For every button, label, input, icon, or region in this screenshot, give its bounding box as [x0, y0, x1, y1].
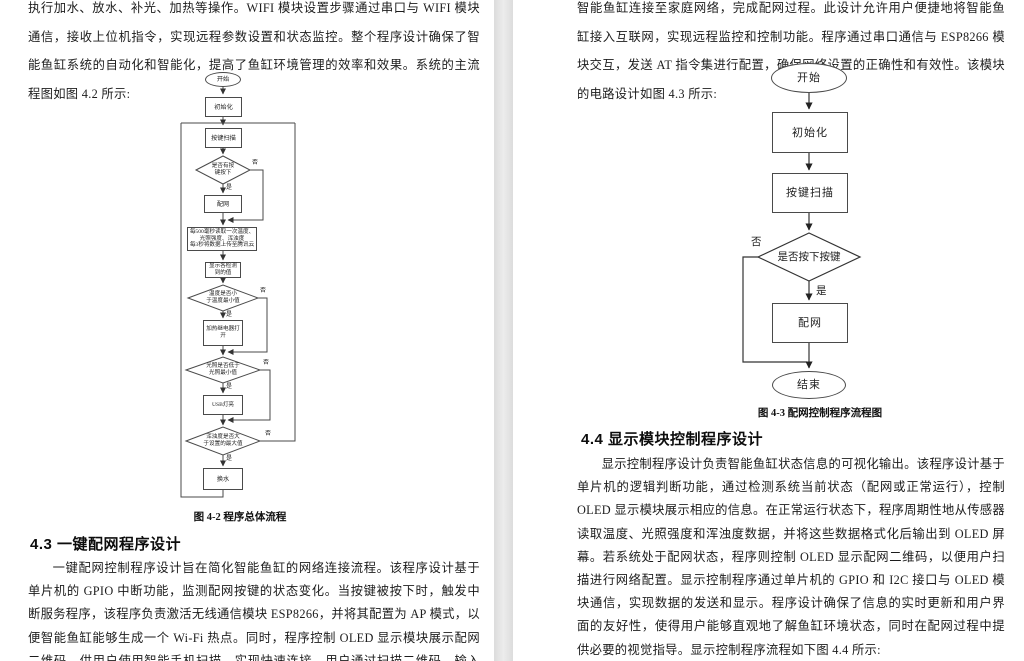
branch-label-yes: 是	[226, 312, 233, 318]
branch-label-yes: 是	[816, 286, 827, 297]
flow-node-network-config: 配网	[772, 303, 848, 343]
page-gap-divider	[494, 0, 513, 661]
flow-decision-turbidity-high: 浑浊度是否大 于设置的最大值	[203, 434, 243, 447]
page-left: 执行加水、放水、补光、加热等操作。WIFI 模块设置步骤通过串口与 WIFI 模…	[0, 0, 494, 661]
flow-node-change-water: 换水	[203, 468, 243, 490]
flowchart-connectors	[742, 93, 862, 369]
paragraph-display-control: 显示控制程序设计负责智能鱼缸状态信息的可视化输出。该程序设计基于单片机的逻辑判断…	[577, 457, 1005, 657]
figure-4-3-flowchart: 开始 初始化 按键扫描 是否按下按键 配网 结束 否 是	[735, 60, 905, 405]
figure-4-2-flowchart: 开始 初始化 按键扫描 是否有按 键按下 配网 每500毫秒读取一次温度、 光照…	[150, 63, 315, 508]
branch-label-no: 否	[252, 160, 259, 166]
flow-decision-temp-low: 温度是否小 于温度最小值	[206, 291, 240, 304]
flow-node-display-values: 显示各检测 到的值	[205, 262, 241, 278]
flow-node-start: 开始	[771, 63, 847, 93]
flow-decision-key-pressed: 是否有按 键按下	[211, 163, 235, 176]
flow-node-usb-light: USB灯亮	[203, 395, 243, 415]
flow-node-start: 开始	[205, 72, 241, 87]
section-heading-4-4: 4.4 显示模块控制程序设计	[581, 431, 764, 448]
figure-4-3-caption: 图 4-3 配网控制程序流程图	[757, 408, 883, 419]
paragraph-wifi-module: 执行加水、放水、补光、加热等操作。WIFI 模块设置步骤通过串口与 WIFI 模…	[28, 1, 480, 101]
branch-label-no: 否	[263, 360, 270, 366]
branch-label-yes: 是	[226, 456, 233, 462]
paragraph-one-key-config: 一键配网控制程序设计旨在简化智能鱼缸的网络连接流程。该程序设计基于单片机的 GP…	[28, 561, 480, 661]
flow-node-init: 初始化	[772, 112, 848, 153]
figure-4-2-caption: 图 4-2 程序总体流程	[193, 512, 287, 523]
flowchart-connectors	[180, 87, 296, 498]
branch-label-no: 否	[265, 431, 272, 437]
branch-label-no: 否	[260, 288, 267, 294]
section-heading-4-3: 4.3 一键配网程序设计	[30, 536, 182, 553]
flow-node-heater-on: 加热继电器打 开	[203, 320, 243, 346]
branch-label-yes: 是	[226, 185, 233, 191]
flow-decision-key-pressed: 是否按下按键	[777, 251, 841, 263]
branch-label-no: 否	[751, 237, 762, 248]
flow-node-keyscan: 按键扫描	[205, 128, 242, 148]
branch-label-yes: 是	[226, 384, 233, 390]
flow-decision-light-low: 光照是否低于 光照最小值	[206, 363, 240, 376]
flow-node-init: 初始化	[205, 97, 242, 117]
flow-node-keyscan: 按键扫描	[772, 173, 848, 213]
flow-node-network-config: 配网	[204, 195, 242, 213]
page-right: 智能鱼缸连接至家庭网络，完成配网过程。此设计允许用户便捷地将智能鱼缸接入互联网，…	[513, 0, 1024, 661]
flow-node-end: 结束	[772, 371, 846, 399]
flow-node-sensor-read: 每500毫秒读取一次温度、 光照强度、浑浊度 每3秒将数据上传至腾讯云	[187, 227, 257, 251]
